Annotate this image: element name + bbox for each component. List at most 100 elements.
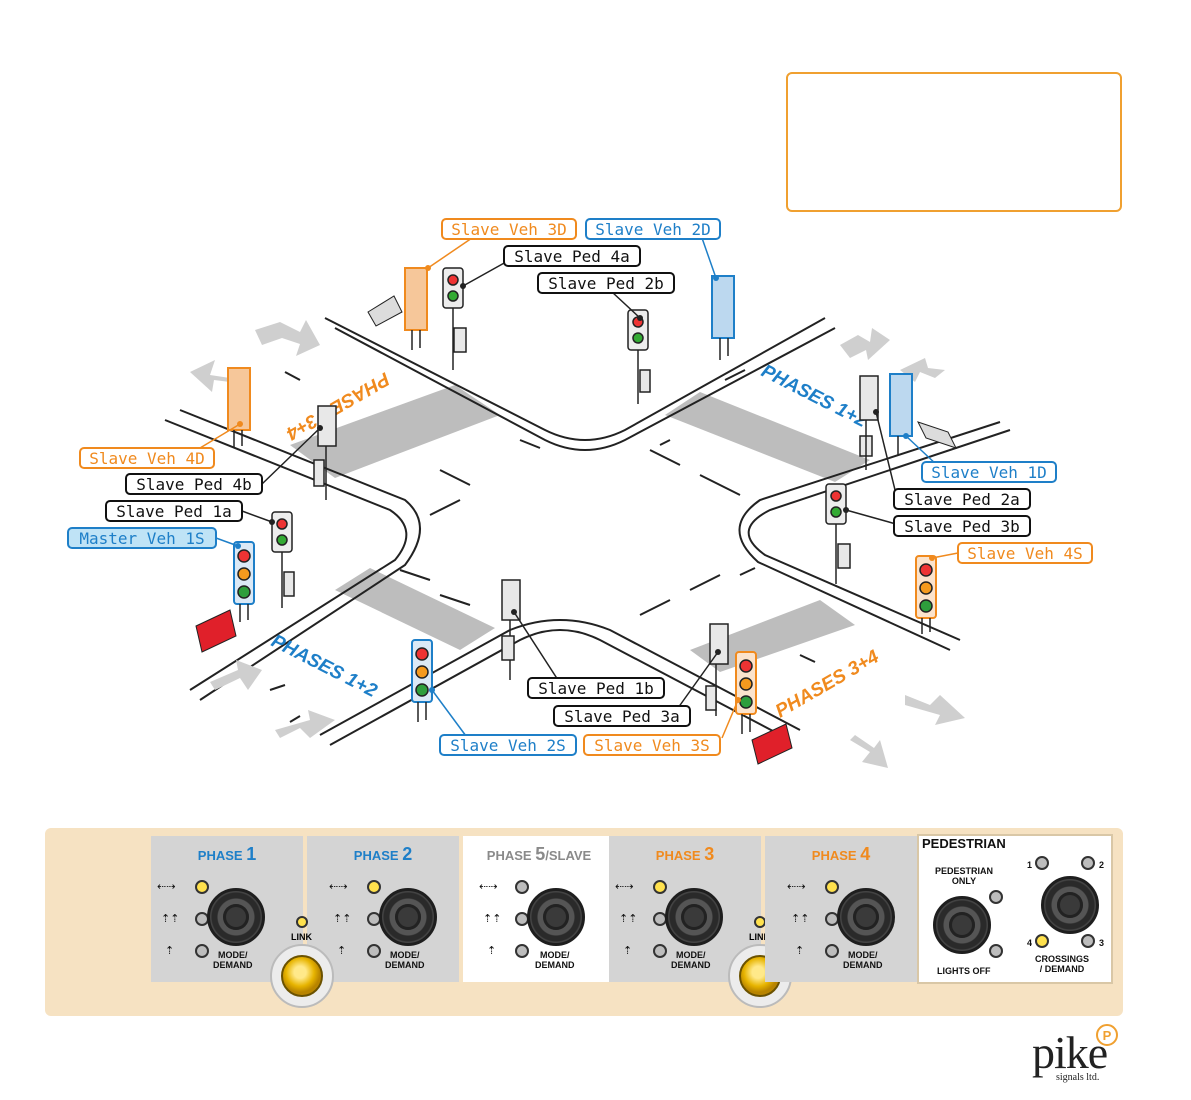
pedestrian-only-led <box>989 890 1003 904</box>
phases-se-text: PHASES 3+4 <box>772 646 883 722</box>
crossing-3-number: 3 <box>1099 938 1105 948</box>
link-1-led <box>296 916 308 928</box>
phase-2-mode-label: MODE/ DEMAND <box>385 950 425 970</box>
crossing-1-number: 1 <box>1027 860 1033 870</box>
phases-sw-text: PHASES 1+2 <box>268 631 381 702</box>
phase-2-mode-knob[interactable] <box>379 888 437 946</box>
phase-1-mode-label: MODE/ DEMAND <box>213 950 253 970</box>
up-arrow-icon: ⇡ <box>487 944 497 957</box>
veh-signal-fronts <box>233 541 937 734</box>
left-right-arrow-icon: ⇠⇢ <box>787 880 806 893</box>
leader-lines <box>199 237 959 739</box>
label-slave-veh-3d: Slave Veh 3D <box>441 218 577 240</box>
up-arrow-icon: ⇡ <box>337 944 347 957</box>
traffic-arrows <box>190 320 965 768</box>
left-right-arrow-icon: ⇠⇢ <box>329 880 348 893</box>
phase-5-mode-knob[interactable] <box>527 888 585 946</box>
phase-5-led-all <box>515 880 529 894</box>
phase-1-led-all <box>195 880 209 894</box>
up-arrow-icon: ⇡ <box>795 944 805 957</box>
slave-ped-2a-signal <box>859 375 879 470</box>
svg-text:Slave Veh 2D: Slave Veh 2D <box>595 220 711 239</box>
svg-text:Slave Ped 2a: Slave Ped 2a <box>904 490 1020 509</box>
slave-veh-4s-head <box>915 555 937 634</box>
label-slave-ped-4a: Slave Ped 4a <box>503 245 641 267</box>
phase-2-title: PHASE 2 <box>353 844 413 864</box>
link-1-label: LINK <box>291 932 312 942</box>
signal-backs <box>227 267 913 716</box>
label-slave-ped-4b: Slave Ped 4b <box>125 473 263 495</box>
slave-ped-3b-head <box>825 483 851 584</box>
svg-text:Slave Veh 4D: Slave Veh 4D <box>89 449 205 468</box>
crossing-west <box>290 385 500 478</box>
phase-5-card: PHASE 5/SLAVE ⇠⇢ ⇡⇡ ⇡ MODE/ DEMAND <box>463 836 615 982</box>
phase-4-led-all <box>825 880 839 894</box>
up-double-arrow-icon: ⇡⇡ <box>619 912 638 925</box>
phase-4-mode-knob[interactable] <box>837 888 895 946</box>
svg-text:Slave Ped 1a: Slave Ped 1a <box>116 502 232 521</box>
label-slave-veh-1d: Slave Veh 1D <box>921 461 1057 483</box>
phase-5-title: PHASE 5/SLAVE <box>486 844 592 864</box>
label-slave-veh-3s: Slave Veh 3S <box>583 734 721 756</box>
crossings-demand-knob[interactable] <box>1041 876 1099 934</box>
pedestrian-only-label: PEDESTRIAN ONLY <box>935 866 994 886</box>
slave-veh-2s-head <box>411 639 433 722</box>
svg-text:Slave Ped 2b: Slave Ped 2b <box>548 274 664 293</box>
slave-ped-4b-signal <box>313 405 337 500</box>
ped-signal-fronts <box>271 267 851 608</box>
svg-text:Slave Ped 3b: Slave Ped 3b <box>904 517 1020 536</box>
road-sign-nw <box>367 295 403 327</box>
label-slave-veh-2d: Slave Veh 2D <box>585 218 721 240</box>
phase-1-led-single <box>195 944 209 958</box>
slave-veh-2d-signal <box>711 275 735 360</box>
signal-labels: Slave Veh 3D Slave Veh 2D Slave Ped 4a S… <box>67 218 1093 756</box>
pedestrian-card: PEDESTRIAN PEDESTRIAN ONLY LIGHTS OFF 1 … <box>917 834 1113 984</box>
svg-text:Slave Veh 1D: Slave Veh 1D <box>931 463 1047 482</box>
phase-4-led-single <box>825 944 839 958</box>
phase-3-title: PHASE 3 <box>655 844 715 864</box>
up-double-arrow-icon: ⇡⇡ <box>161 912 180 925</box>
svg-text:Slave Ped 4a: Slave Ped 4a <box>514 247 630 266</box>
label-slave-veh-4s: Slave Veh 4S <box>957 542 1093 564</box>
control-panel: PHASE 1 ⇠⇢ ⇡⇡ ⇡ MODE/ DEMAND PHASE 2 ⇠⇢ … <box>45 828 1123 1016</box>
phase-2-card: PHASE 2 ⇠⇢ ⇡⇡ ⇡ MODE/ DEMAND <box>307 836 459 982</box>
label-slave-ped-2b: Slave Ped 2b <box>537 272 675 294</box>
logo-wordmark: pike <box>1032 1027 1108 1078</box>
label-slave-ped-1a: Slave Ped 1a <box>105 500 243 522</box>
road-edges <box>164 317 1011 746</box>
svg-text:Slave Veh 3S: Slave Veh 3S <box>594 736 710 755</box>
crossing-2-led <box>1081 856 1095 870</box>
svg-text:Slave Veh 3D: Slave Veh 3D <box>451 220 567 239</box>
warning-sign-se <box>751 723 793 765</box>
slave-ped-3a-signal <box>705 623 729 716</box>
crossing-4-led <box>1035 934 1049 948</box>
svg-text:Slave Ped 3a: Slave Ped 3a <box>564 707 680 726</box>
info-box <box>786 72 1122 212</box>
phase-3-mode-knob[interactable] <box>665 888 723 946</box>
label-slave-ped-2a: Slave Ped 2a <box>893 488 1031 510</box>
label-master-veh-1s: Master Veh 1S <box>67 527 217 549</box>
phase-2-led-all <box>367 880 381 894</box>
warning-signs <box>195 295 957 765</box>
phase-1-mode-knob[interactable] <box>207 888 265 946</box>
lane-markings <box>269 369 816 723</box>
link-1-button[interactable] <box>270 944 334 1008</box>
crossing-1-led <box>1035 856 1049 870</box>
up-arrow-icon: ⇡ <box>623 944 633 957</box>
pike-logo: pike signals ltd. P <box>1032 1024 1122 1086</box>
svg-text:Slave Veh 2S: Slave Veh 2S <box>450 736 566 755</box>
crossing-south <box>335 568 495 650</box>
warning-sign-sw <box>195 609 237 653</box>
label-slave-ped-3b: Slave Ped 3b <box>893 515 1031 537</box>
logo-badge-icon: P <box>1096 1024 1118 1046</box>
label-slave-ped-1b: Slave Ped 1b <box>527 677 665 699</box>
label-slave-ped-3a: Slave Ped 3a <box>553 705 691 727</box>
up-double-arrow-icon: ⇡⇡ <box>483 912 502 925</box>
crossing-3-led <box>1081 934 1095 948</box>
label-slave-veh-2s: Slave Veh 2S <box>439 734 577 756</box>
slave-veh-4d-signal <box>227 367 251 448</box>
pedestrian-mode-knob[interactable] <box>933 896 991 954</box>
up-double-arrow-icon: ⇡⇡ <box>333 912 352 925</box>
master-veh-1s-head <box>233 541 255 622</box>
slave-ped-2b-head <box>627 309 651 404</box>
